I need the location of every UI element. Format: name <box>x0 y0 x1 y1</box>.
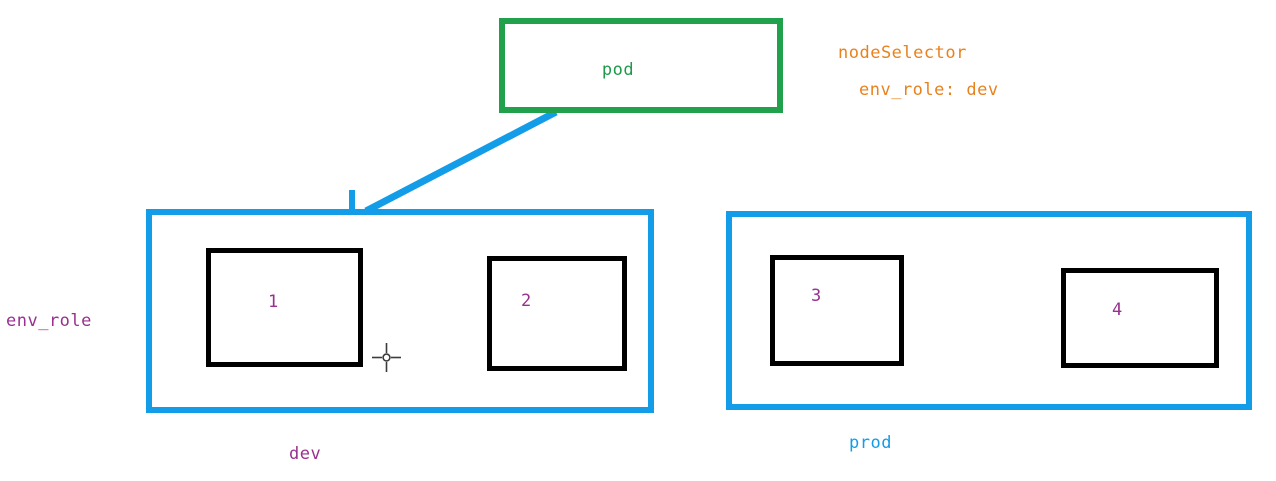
node-pool-dev[interactable] <box>146 209 654 413</box>
crosshair-center-circle <box>382 353 391 362</box>
node-pool-dev-caption: dev <box>289 444 322 464</box>
env-role-axis-label: env_role <box>6 311 92 331</box>
node-box-1[interactable] <box>206 248 363 367</box>
node-box-2[interactable] <box>487 256 627 371</box>
node-label-1: 1 <box>268 292 279 312</box>
node-label-4: 4 <box>1112 300 1123 320</box>
connector-line <box>364 108 558 215</box>
node-pool-prod[interactable] <box>726 211 1252 410</box>
node-label-3: 3 <box>811 286 822 306</box>
node-box-4[interactable] <box>1061 268 1219 368</box>
node-selector-title: nodeSelector <box>838 43 967 63</box>
node-selector-entry: env_role: dev <box>859 80 999 100</box>
crosshair-cursor <box>372 343 401 372</box>
node-box-3[interactable] <box>770 255 904 366</box>
pod-box[interactable]: pod <box>499 18 783 113</box>
node-label-2: 2 <box>521 291 532 311</box>
node-pool-prod-caption: prod <box>849 433 892 453</box>
pod-label: pod <box>601 60 635 80</box>
